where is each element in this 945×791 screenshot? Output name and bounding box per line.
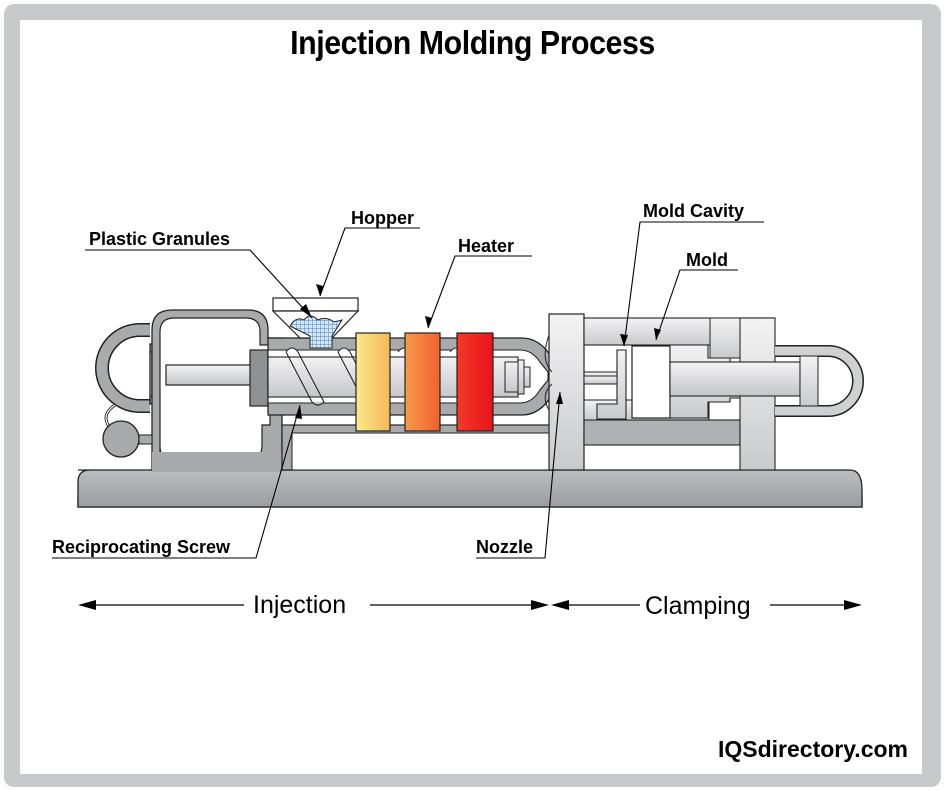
hopper-top bbox=[272, 297, 359, 312]
screw-drive-block bbox=[249, 349, 269, 407]
clamp-ram bbox=[669, 361, 801, 397]
label-plastic-granules: Plastic Granules bbox=[89, 229, 230, 249]
label-mold-cavity: Mold Cavity bbox=[643, 201, 744, 221]
leader-lines bbox=[52, 221, 764, 559]
mold-half-stationary bbox=[596, 349, 627, 420]
label-hopper: Hopper bbox=[351, 208, 414, 228]
leader-arrowheads bbox=[295, 284, 661, 419]
stationary-platen bbox=[548, 313, 585, 471]
machine-base-lower bbox=[77, 469, 863, 508]
heater-band-1 bbox=[355, 332, 391, 432]
phase-arrowheads bbox=[78, 600, 862, 610]
label-heater: Heater bbox=[458, 236, 514, 256]
tie-bar-lower bbox=[583, 419, 741, 446]
heater-band-2 bbox=[404, 332, 441, 432]
label-mold: Mold bbox=[686, 250, 728, 270]
motor bbox=[102, 420, 140, 458]
phase-label-clamping: Clamping bbox=[645, 592, 751, 620]
phase-label-injection: Injection bbox=[253, 591, 346, 619]
brand-watermark: IQSdirectory.com bbox=[717, 736, 908, 762]
page-title: Injection Molding Process bbox=[290, 24, 655, 61]
heater-band-3 bbox=[456, 332, 494, 432]
plastic-granules bbox=[289, 315, 344, 349]
label-reciprocating-screw: Reciprocating Screw bbox=[52, 537, 231, 557]
mold bbox=[631, 345, 671, 419]
label-nozzle: Nozzle bbox=[476, 537, 533, 557]
